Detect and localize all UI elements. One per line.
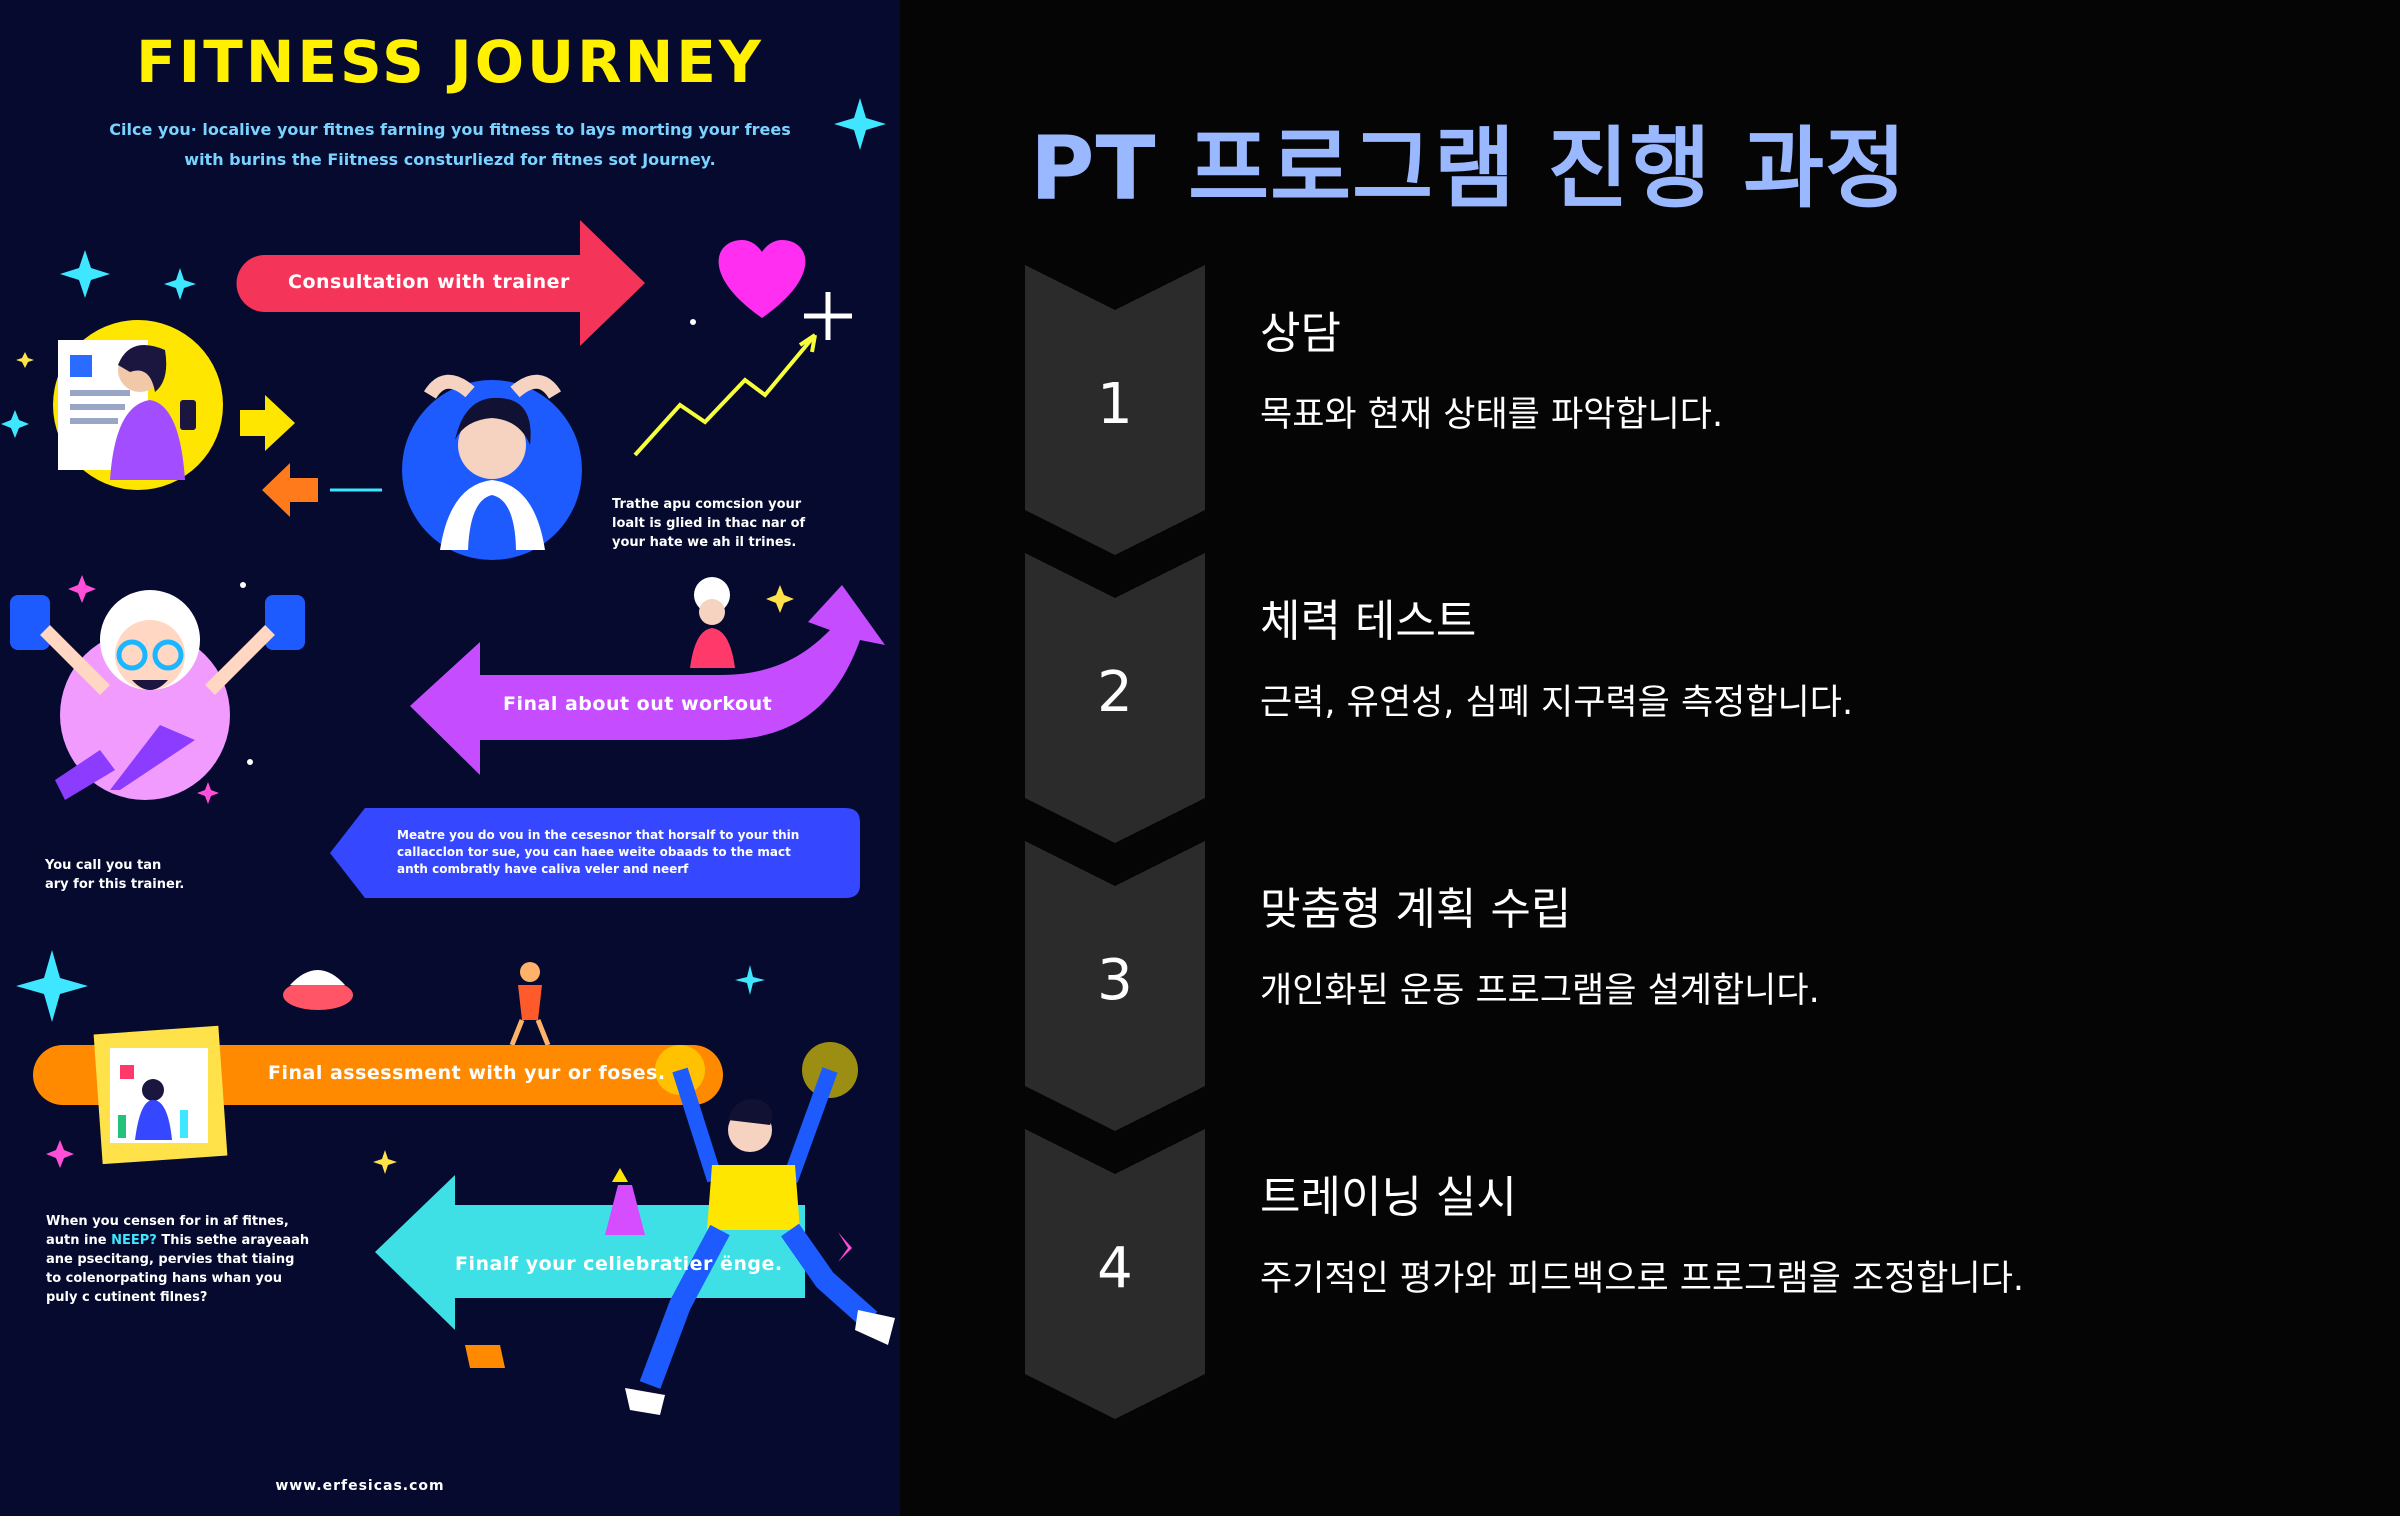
- old-man-with-dumbbells-illustration: [10, 590, 305, 800]
- sparkle-icon: [197, 782, 219, 804]
- info-box: [330, 808, 860, 898]
- plus-icon: [804, 292, 852, 340]
- woman-with-phone-illustration: [53, 320, 223, 490]
- sparkle-icon: [1, 410, 29, 438]
- sparkle-icon: [766, 585, 794, 613]
- trainer-illustration: [402, 374, 582, 560]
- consultation-note: Trathe apu comcsion your loalt is glied …: [612, 497, 806, 550]
- step-1-chevron: [1025, 265, 1205, 555]
- sparkle-icon: [68, 575, 96, 603]
- celebration-label: Finalf your celiebratier ënge.: [455, 1253, 783, 1275]
- sparkle-icon: [16, 352, 34, 368]
- small-figure-illustration: [690, 577, 735, 668]
- candy-icon: [465, 1345, 505, 1368]
- step-number: 3: [1097, 948, 1133, 1013]
- step-title: 트레이닝 실시: [1260, 1172, 1517, 1223]
- tiny-runner-illustration: [509, 962, 551, 1046]
- trainer-note: You call you tan ary for this trainer.: [45, 858, 185, 892]
- cheering-man-illustration: [625, 1042, 895, 1415]
- workout-label: Final about out workout: [503, 693, 773, 715]
- step-description: 주기적인 평가와 피드백으로 프로그램을 조정합니다.: [1260, 1259, 2025, 1299]
- assessment-board-illustration: [93, 1025, 228, 1165]
- step-chevrons: [1025, 265, 1205, 1419]
- poster-artwork: [1, 98, 895, 1415]
- step-title: 체력 테스트: [1260, 596, 1477, 647]
- fitness-infographic: FITNESS JOURNEY Cilce you· localive your…: [0, 0, 900, 1516]
- growth-line: [633, 333, 817, 457]
- consultation-arrow: [236, 220, 645, 346]
- step-description: 근력, 유연성, 심폐 지구력을 측정합니다.: [1260, 683, 1854, 723]
- sparkle-icon: [735, 965, 765, 995]
- arrow-left-icon: [262, 463, 318, 517]
- arrow-right-icon: [240, 395, 295, 451]
- sparkle-icon: [834, 98, 886, 150]
- step-number: 4: [1097, 1236, 1133, 1301]
- bow-icon: [838, 1232, 852, 1262]
- poster-subtitle: Cilce you· localive your fitnes farning …: [109, 120, 791, 169]
- sparkle-icon: [164, 268, 196, 300]
- sparkle-icon: [16, 950, 88, 1022]
- celebration-note: When you censen for in af fitnes, autn i…: [46, 1214, 310, 1305]
- step-title: 상담: [1260, 308, 1341, 359]
- step-3-chevron: [1025, 841, 1205, 1131]
- step-title: 맞춤형 계획 수립: [1260, 884, 1572, 935]
- assessment-label: Final assessment with yur or foses.: [268, 1062, 666, 1084]
- workout-note: Meatre you do vou in the cesesnor that h…: [397, 828, 800, 876]
- step-2-chevron: [1025, 553, 1205, 843]
- consultation-label: Consultation with trainer: [288, 271, 570, 293]
- step-4-chevron: [1025, 1129, 1205, 1419]
- page-title: PT 프로그램 진행 과정: [1030, 117, 1908, 220]
- heart-icon: [718, 240, 806, 318]
- step-description: 개인화된 운동 프로그램을 설계합니다.: [1260, 971, 1820, 1011]
- sparkle-icon: [373, 1150, 397, 1174]
- workout-arrow: [410, 585, 885, 775]
- sparkle-icon: [60, 250, 110, 298]
- dog-illustration: [283, 970, 353, 1010]
- cone-icon: [605, 1185, 645, 1235]
- poster-title: FITNESS JOURNEY: [136, 28, 764, 96]
- step-description: 목표와 현재 상태를 파악합니다.: [1260, 395, 1724, 435]
- pt-process-panel: PT 프로그램 진행 과정 1 상담 목표와 현재 상태를 파악합니다. 2 체…: [900, 0, 2400, 1516]
- poster-footer-url: www.erfesicas.com: [275, 1478, 445, 1494]
- step-number: 1: [1097, 372, 1133, 437]
- step-number: 2: [1097, 660, 1133, 725]
- sparkle-icon: [46, 1140, 74, 1168]
